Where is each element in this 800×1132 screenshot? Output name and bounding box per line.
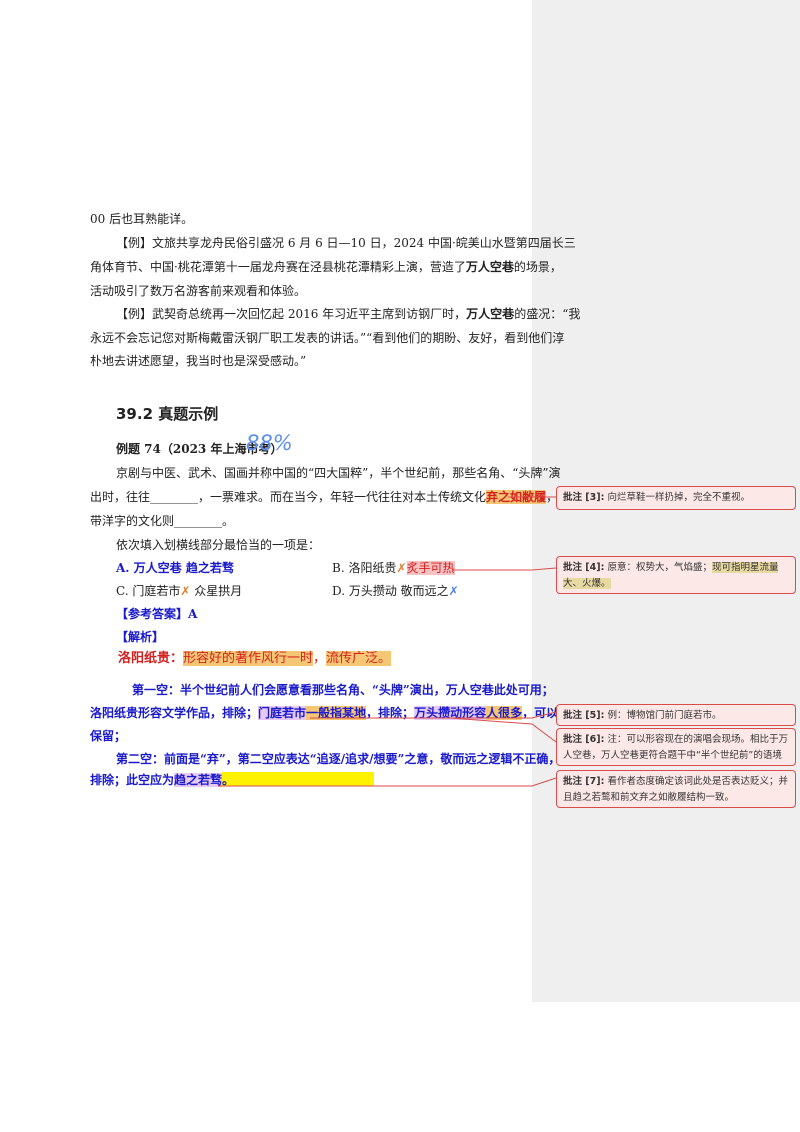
analysis-definition: 洛阳纸贵：形容好的著作风行一时，流传广泛。 (118, 651, 392, 666)
a2-highlight-1[interactable]: 门庭若市 (258, 706, 307, 720)
option-c-post: 众星拱月 (194, 584, 243, 598)
option-a: A. 万人空巷 趋之若骛 (116, 561, 234, 575)
question-line-1: 京剧与中医、武术、国画并称中国的“四大国粹”，半个世纪前，那些名角、“头牌”演 (116, 466, 561, 480)
comment-5[interactable]: 批注 [5]: 例：博物馆门前门庭若市。 (556, 704, 796, 726)
question-prompt: 依次填入划横线部分最恰当的一项是： (116, 538, 321, 552)
strike-mark-c: ✗ (180, 584, 195, 598)
example-1-line-b: 角体育节、中国·桃花潭第十一届龙舟赛在泾县桃花潭精彩上演，营造了万人空巷的场景， (90, 260, 562, 274)
a2-pre: 洛阳纸贵形容文学作品，排除； (90, 706, 259, 720)
question-line-2: 出时，往往________，一票难求。而在当今，年轻一代往往对本土传统文化弃之如… (90, 490, 570, 504)
example-title: 例题 74（2023 年上海市考） (116, 442, 283, 456)
comment-5-text: 例：博物馆门前门庭若市。 (607, 710, 722, 721)
body-line-1: 00 后也耳熟能详。 (90, 212, 194, 226)
option-d-text: D. 万头攒动 敬而远之 (332, 584, 449, 598)
comment-5-label: 批注 [5]: (563, 710, 605, 721)
option-c: C. 门庭若市✗ 众星拱月 (116, 584, 242, 598)
example-2-line-b: 永远不会忘记您对斯梅戴雷沃钢厂职工发表的讲话。”“看到他们的期盼、友好，看到他们… (90, 331, 565, 345)
ex2-a-pre: 【例】武契奇总统再一次回忆起 2016 年习近平主席到访钢厂时， (116, 307, 467, 321)
comment-6-label: 批注 [6]: (563, 734, 605, 745)
question-line-3: 带洋字的文化则________。 (90, 514, 235, 528)
section-heading: 39.2 真题示例 (116, 405, 219, 423)
example-1-line-a: 【例】文旅共享龙舟民俗引盛况 6 月 6 日—10 日，2024 中国·皖美山水… (116, 236, 576, 250)
option-b-highlight[interactable]: 炙手可热 (406, 561, 455, 575)
ex1-b-bold: 万人空巷 (465, 260, 514, 274)
analysis-line-5: 排除；此空应为趋之若骛。 (90, 773, 234, 787)
ex2-a-bold: 万人空巷 (466, 307, 515, 321)
example-2-line-a: 【例】武契奇总统再一次回忆起 2016 年习近平主席到访钢厂时，万人空巷的盛况：… (116, 307, 580, 321)
analysis-line-1: 第一空：半个世纪前人们会愿意看那些名角、“头牌”演出，万人空巷此处可用； (132, 683, 554, 697)
comment-4[interactable]: 批注 [4]: 原意：权势大，气焰盛；现可指明星流量大、火爆。 (556, 556, 796, 594)
comment-4-label: 批注 [4]: (563, 562, 605, 573)
analysis-line-3: 保留； (90, 729, 127, 743)
analysis-line-4: 第二空：前面是“弃”，第二空应表达“追逐/追求/想要”之意，敬而远之逻辑不正确， (116, 752, 561, 766)
comment-6[interactable]: 批注 [6]: 注：可以形容现在的演唱会现场。相比于万人空巷，万人空巷更符合题干… (556, 728, 796, 766)
comment-7-text: 看作者态度确定该词此处是否表达贬义；并且趋之若鹜和前文弃之如敝履结构一致。 (563, 776, 788, 803)
handwritten-percent-mark: 88% (246, 431, 293, 455)
analysis-term: 洛阳纸贵： (118, 651, 184, 666)
ex2-a-post: 的盛况：“我 (514, 307, 581, 321)
ex1-b-post: 的场景， (513, 260, 562, 274)
a2-highlight-3[interactable]: 万头攒动形容 (414, 706, 487, 720)
answer: 【参考答案】A (116, 607, 198, 621)
a2-post: ，可以 (522, 706, 559, 720)
comment-6-text: 注：可以形容现在的演唱会现场。相比于万人空巷，万人空巷更符合题干中“半个世纪前”… (563, 734, 788, 761)
a2-highlight-2[interactable]: 一般指某地 (306, 706, 367, 720)
option-c-pre: C. 门庭若市 (116, 584, 181, 598)
option-b: B. 洛阳纸贵✗炙手可热 (332, 561, 455, 575)
analysis-def-1[interactable]: 形容好的著作风行一时 (183, 651, 314, 666)
analysis-line-2: 洛阳纸贵形容文学作品，排除；门庭若市一般指某地，排除；万头攒动形容人很多，可以 (90, 706, 558, 720)
a2-mid: ，排除； (366, 706, 415, 720)
strike-mark-b: ✗ (396, 561, 407, 575)
a5-highlight[interactable]: 趋之若骛 (174, 773, 223, 787)
ex1-b-pre: 角体育节、中国·桃花潭第十一届龙舟赛在泾县桃花潭精彩上演，营造了 (90, 260, 466, 274)
comment-7[interactable]: 批注 [7]: 看作者态度确定该词此处是否表达贬义；并且趋之若鹜和前文弃之如敝履… (556, 770, 796, 808)
example-2-line-c: 朴地去讲述愿望，我当时也是深受感动。” (90, 354, 307, 368)
q2-pre: 出时，往往________，一票难求。而在当今，年轻一代往往对本土传统文化 (90, 490, 487, 504)
comment-4-text: 原意：权势大，气焰盛； (607, 562, 712, 573)
yellow-highlight-block (222, 772, 374, 786)
comment-7-label: 批注 [7]: (563, 776, 605, 787)
option-b-pre: B. 洛阳纸贵 (332, 561, 397, 575)
analysis-def-2[interactable]: 流传广泛。 (326, 651, 392, 666)
example-1-line-c: 活动吸引了数万名游客前来观看和体验。 (90, 284, 307, 298)
a2-highlight-4[interactable]: 人很多 (486, 706, 523, 720)
option-d: D. 万头攒动 敬而远之✗ (332, 584, 459, 598)
analysis-def-sep: ， (313, 651, 327, 666)
a5-post: 。 (222, 773, 235, 787)
strike-mark-d: ✗ (448, 584, 459, 598)
a5-pre: 排除；此空应为 (90, 773, 175, 787)
comment-3-text: 向烂草鞋一样扔掉，完全不重视。 (607, 492, 750, 503)
analysis-label: 【解析】 (116, 630, 165, 644)
comment-3[interactable]: 批注 [3]: 向烂草鞋一样扔掉，完全不重视。 (556, 486, 796, 510)
comment-3-label: 批注 [3]: (563, 492, 605, 503)
